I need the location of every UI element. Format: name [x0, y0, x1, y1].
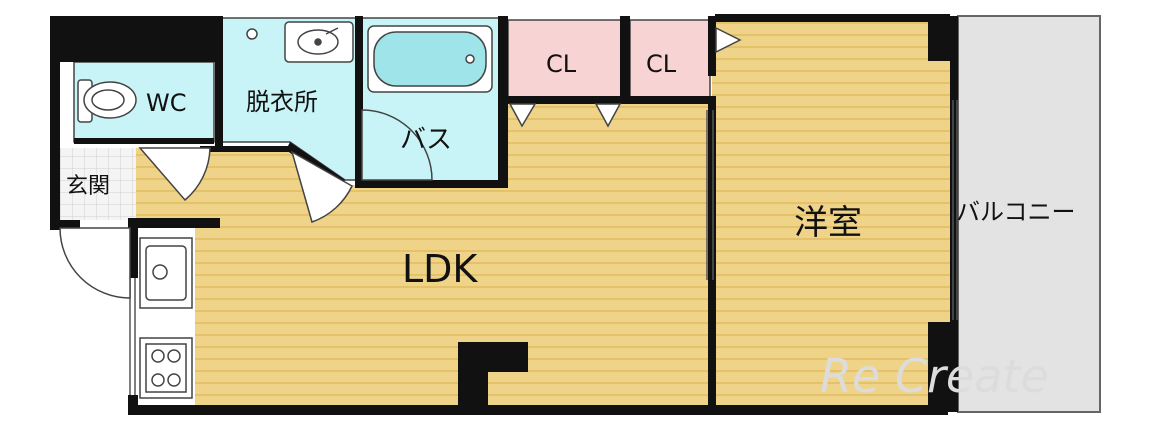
yoshitsu-floor — [712, 22, 950, 410]
room-label-datsuijo: 脱衣所 — [246, 88, 318, 116]
bathtub-icon — [367, 25, 493, 93]
balcony-area — [957, 15, 1101, 413]
walls — [50, 14, 958, 415]
room-label-bath: バス — [400, 125, 452, 155]
room-label-genkan: 玄関 — [66, 174, 110, 199]
watermark-logo: Re Create — [820, 349, 1049, 403]
room-label-cl-2: CL — [646, 50, 677, 78]
room-label-wc: WC — [146, 89, 187, 117]
room-label-yoshitsu: 洋室 — [794, 203, 862, 243]
room-label-balcony: バルコニー — [956, 198, 1076, 226]
toilet-icon — [77, 79, 137, 123]
room-label-cl-1: CL — [546, 50, 577, 78]
kitchen-sink-icon — [139, 237, 193, 309]
stove-icon — [139, 337, 193, 399]
sliding-door — [706, 110, 714, 280]
balcony-window — [952, 100, 958, 320]
washbasin-icon — [246, 21, 354, 63]
doors — [59, 26, 742, 299]
closet-2 — [629, 19, 711, 101]
genkan-floor — [58, 148, 136, 220]
room-label-ldk: LDK — [402, 247, 478, 291]
